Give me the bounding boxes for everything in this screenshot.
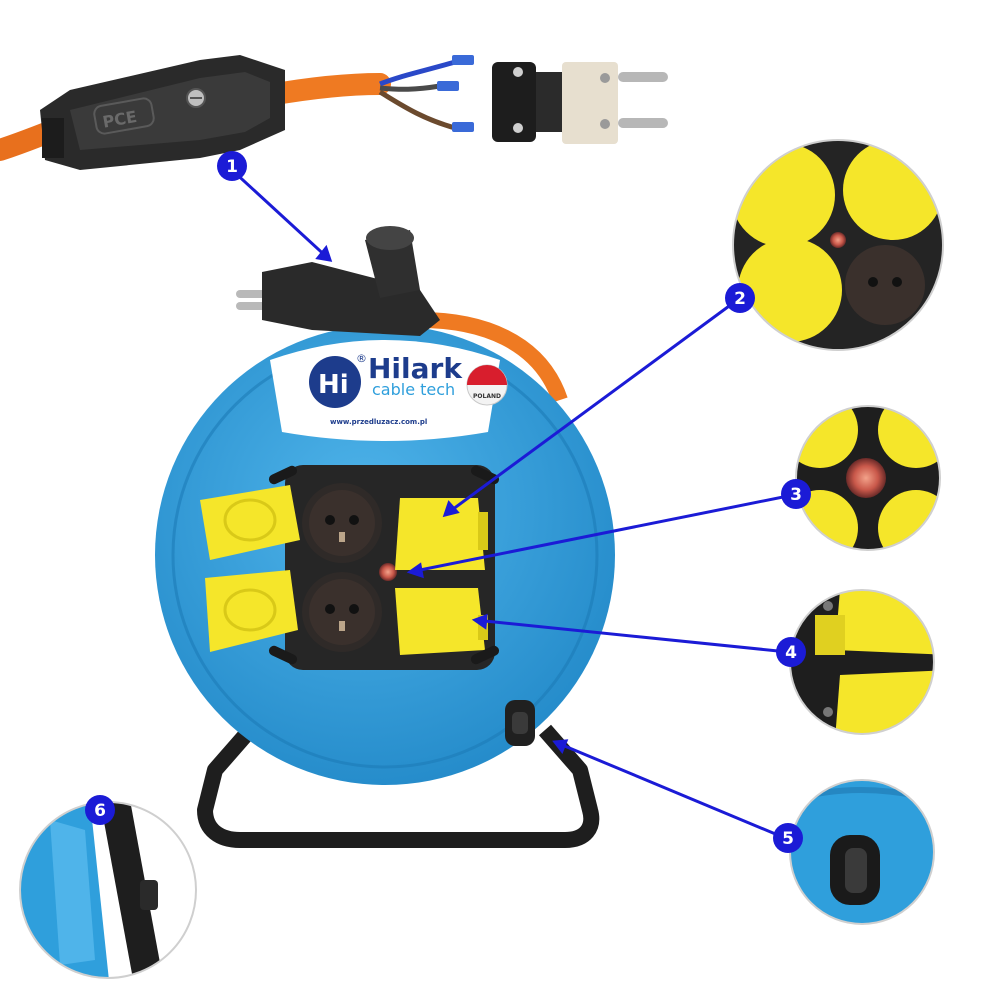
callout-arrows — [230, 168, 794, 840]
cover-closed-bottom-right — [395, 588, 488, 655]
socket-bottom-left — [302, 572, 382, 652]
brand-logo — [309, 356, 361, 408]
cover-open-top-left — [200, 485, 300, 560]
callout-badge-3: 3 — [781, 479, 811, 509]
svg-text:3: 3 — [790, 485, 802, 505]
svg-text:4: 4 — [785, 643, 797, 663]
callout-badge-1: 1 — [217, 151, 247, 181]
svg-text:6: 6 — [94, 801, 106, 821]
callout-badge-2: 2 — [725, 283, 755, 313]
callout-badge-5: 5 — [773, 823, 803, 853]
website: www.przedluzacz.com.pl — [330, 418, 427, 426]
callout-badge-4: 4 — [776, 637, 806, 667]
socket-top-left — [302, 483, 382, 563]
svg-text:5: 5 — [782, 829, 794, 849]
logo-letter: Hi — [318, 370, 349, 400]
brand-name: Hilark — [368, 352, 463, 385]
svg-text:1: 1 — [226, 157, 238, 177]
detail-cover-hinge — [790, 590, 934, 734]
indicator-light — [379, 563, 397, 581]
wire-ends — [378, 55, 474, 132]
steel-frame — [197, 724, 600, 848]
cover-closed-top-right — [395, 498, 488, 570]
reel-plug — [236, 226, 440, 336]
cable-plug-detail: PCE — [0, 55, 668, 170]
crank-handle — [505, 700, 535, 746]
plug-insert — [492, 62, 668, 144]
cable-reel: Hi ® Hilark cable tech POLAND www.przedl… — [155, 226, 615, 848]
brand-tagline: cable tech — [372, 380, 455, 399]
brand-label: Hi ® Hilark cable tech POLAND www.przedl… — [270, 340, 508, 441]
detail-steel-frame — [20, 802, 196, 978]
reel-cable-loop — [419, 312, 568, 403]
svg-text:2: 2 — [734, 289, 746, 309]
callout-badge-6: 6 — [85, 795, 115, 825]
plug-housing: PCE — [40, 55, 285, 170]
orange-cable-right — [259, 73, 391, 106]
badge-text: POLAND — [473, 393, 501, 400]
cover-open-bottom-left — [205, 570, 298, 652]
detail-socket-covers — [733, 140, 943, 350]
detail-indicator-light — [796, 406, 940, 550]
detail-crank-handle — [790, 780, 934, 924]
registered-mark: ® — [356, 352, 367, 365]
